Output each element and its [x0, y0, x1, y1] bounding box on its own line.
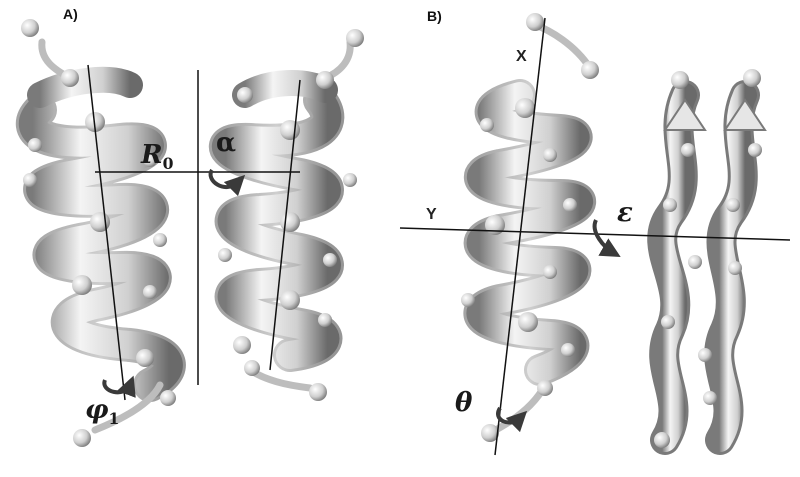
helix-a-left [15, 19, 186, 447]
phase-symbol-letter: φ [85, 395, 109, 425]
x-axis-label: X [516, 48, 527, 65]
radius-symbol-letter: R [141, 140, 163, 170]
helix-axis-left [87, 64, 126, 401]
helix-a-right [208, 29, 364, 401]
helix-b [461, 13, 599, 442]
ribbon-strands [647, 69, 767, 455]
panel-a [15, 19, 364, 447]
x-axis-line [494, 17, 546, 456]
epsilon-symbol: ε [617, 198, 633, 228]
panel-b-label: B) [427, 8, 442, 24]
panel-b [399, 13, 791, 456]
phase-symbol: φ1 [85, 395, 119, 428]
phi-rotation-arrow [102, 375, 136, 398]
panel-a-label: A) [63, 6, 78, 22]
radius-symbol-subscript: 0 [162, 154, 174, 174]
helix-axis-right [269, 79, 301, 371]
theta-rotation-arrow [496, 406, 528, 433]
y-axis-label: Y [426, 206, 437, 223]
crossing-angle-symbol: α [216, 128, 237, 158]
theta-symbol: θ [455, 388, 473, 418]
phase-symbol-subscript: 1 [108, 409, 120, 429]
radius-symbol: R0 [141, 140, 173, 173]
epsilon-rotation-arrow [592, 219, 621, 257]
alpha-rotation-arrow [208, 168, 246, 197]
